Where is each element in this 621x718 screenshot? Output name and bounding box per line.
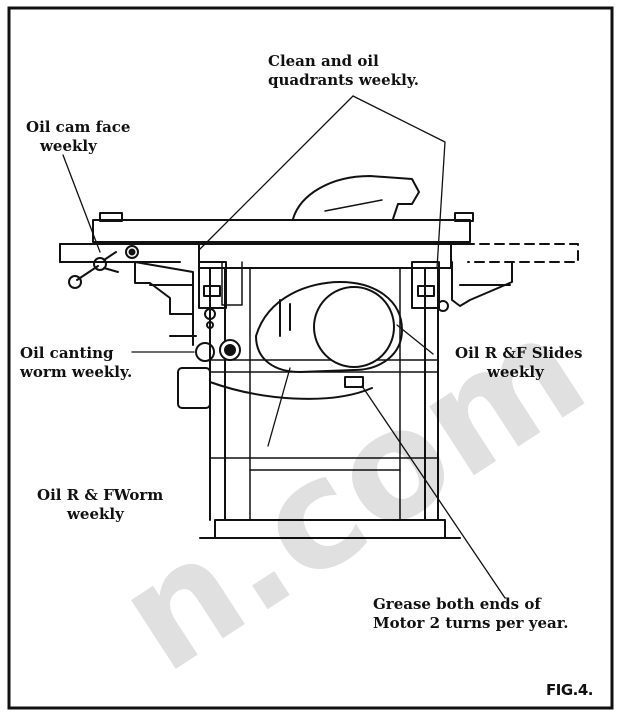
- callout-line-2: weekly: [67, 505, 124, 523]
- table-top: [92, 212, 474, 243]
- right-quadrant: [411, 261, 449, 312]
- left-extension-wing: [134, 261, 194, 315]
- motor: [255, 281, 403, 388]
- callout-line-1: Oil R & FWorm: [37, 486, 164, 504]
- fence-bar: [59, 243, 579, 263]
- callout-line-2: weekly: [487, 363, 544, 381]
- callout-line-2: weekly: [40, 137, 97, 155]
- callout-line-2: worm weekly.: [20, 363, 133, 381]
- callout-line-1: Oil canting: [20, 344, 114, 362]
- callout-line-2: Motor 2 turns per year.: [373, 614, 569, 632]
- figure-number: FIG.4.: [546, 681, 593, 699]
- left-quadrant: [198, 261, 227, 329]
- callout-rf-slides: Oil R &F Slides weekly: [455, 344, 583, 382]
- cabinet-base: [199, 519, 461, 539]
- saw-guard: [292, 175, 420, 220]
- callout-canting-worm: Oil canting worm weekly.: [20, 344, 132, 382]
- fence-lock-handle: [68, 245, 139, 289]
- callout-grease-motor: Grease both ends of Motor 2 turns per ye…: [373, 595, 569, 633]
- callout-line-1: Oil R &F Slides: [455, 344, 583, 362]
- callout-line-1: Clean and oil: [268, 52, 379, 70]
- leader-lines: [62, 95, 506, 599]
- canting-handwheel: [169, 294, 241, 362]
- callout-clean-quadrants: Clean and oil quadrants weekly.: [268, 52, 419, 90]
- switch-box: [177, 367, 211, 409]
- callout-rf-worm: Oil R & FWorm weekly: [37, 486, 163, 524]
- callout-line-1: Grease both ends of: [373, 595, 541, 613]
- callout-cam-face: Oil cam face weekly: [26, 118, 130, 156]
- callout-line-2: quadrants weekly.: [268, 71, 420, 89]
- right-extension-wing: [451, 261, 513, 307]
- page-frame: [7, 6, 614, 710]
- callout-line-1: Oil cam face: [26, 118, 131, 136]
